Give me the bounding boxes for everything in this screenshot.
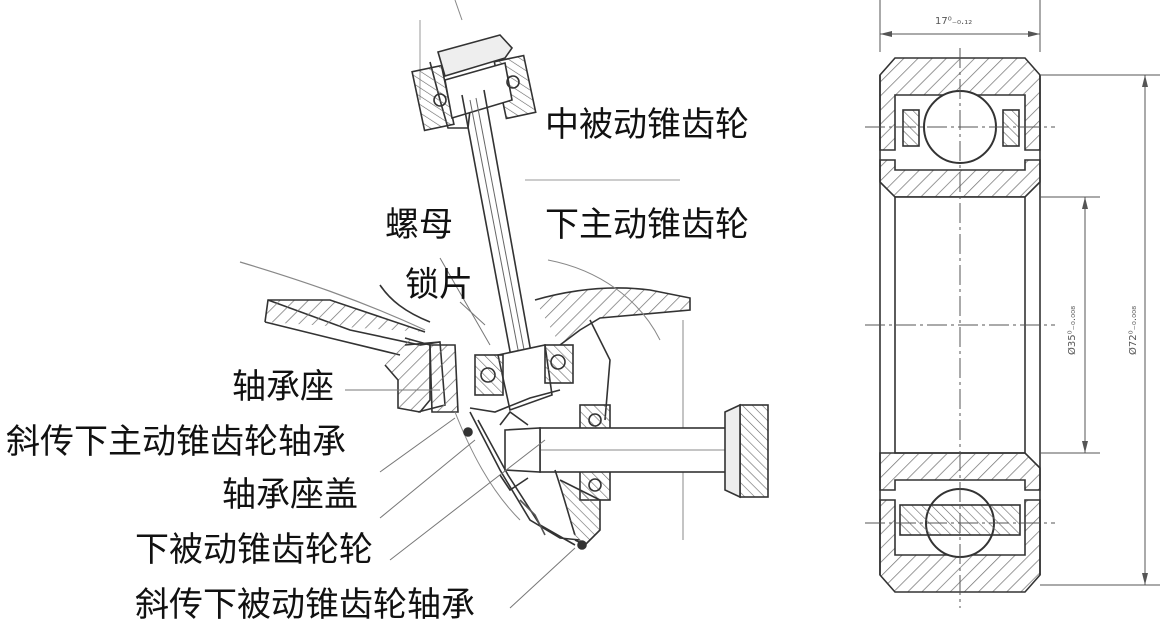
label-bearing-seat-cover: 轴承座盖 — [222, 475, 358, 515]
label-inclined-lower-driven-bevel-gear-bearing: 斜传下被动锥齿轮轴承 — [135, 585, 475, 625]
horizontal-shaft-assembly — [463, 403, 769, 550]
inner-diameter-dimension: Ø35⁰₋₀.₀₀₈ — [1066, 306, 1078, 355]
label-inclined-lower-driving-bevel-gear-bearing: 斜传下主动锥齿轮轴承 — [6, 422, 346, 462]
width-dimension: 17⁰₋₀.₁₂ — [935, 16, 972, 27]
inclined-shaft — [461, 89, 533, 363]
outer-diameter-dimension: Ø72⁰₋₀.₀₀₈ — [1127, 306, 1139, 355]
label-middle-driven-bevel-gear: 中被动锥齿轮 — [545, 105, 749, 145]
leader-lines — [345, 257, 576, 609]
bearing-section-view — [865, 0, 1160, 608]
label-lower-driven-bevel-gear: 下被动锥齿轮轮 — [135, 530, 373, 570]
lower-driving-bevel-gear — [469, 344, 574, 413]
label-lower-driving-bevel-gear: 下主动锥齿轮 — [545, 205, 749, 245]
gearbox-casing — [239, 259, 691, 546]
label-nut: 螺母 — [385, 205, 453, 245]
label-lock-plate: 锁片 — [405, 265, 473, 305]
middle-driven-bevel-gear-assembly — [411, 34, 537, 132]
label-bearing-seat: 轴承座 — [232, 367, 334, 407]
gearbox-section-view — [239, 0, 769, 609]
